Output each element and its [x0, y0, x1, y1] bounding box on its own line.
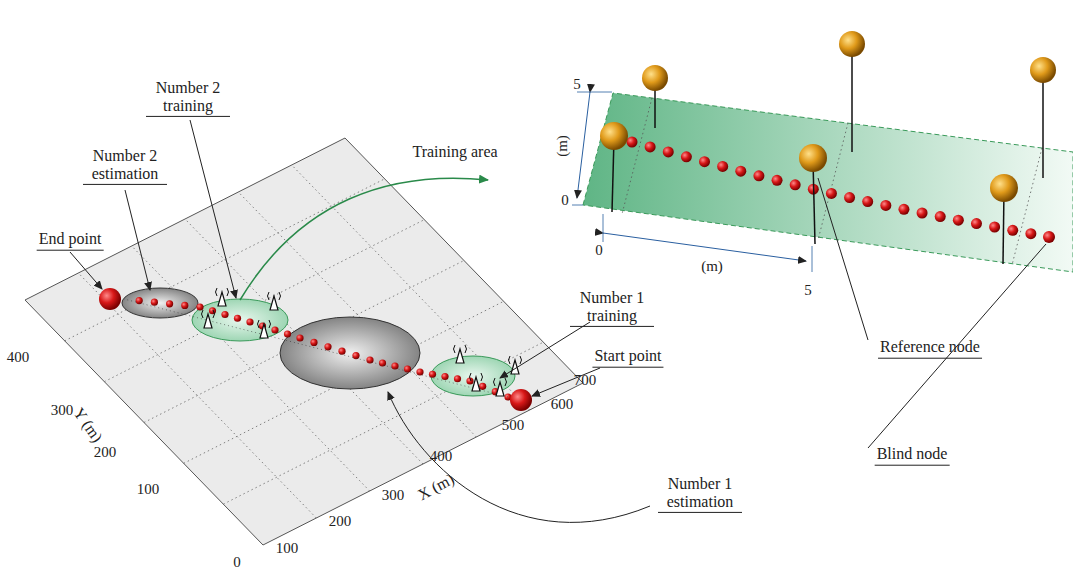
callout-label: Number 1 training: [570, 289, 654, 327]
blind-node-dot: [699, 156, 710, 167]
blind-node-dot: [917, 207, 928, 218]
blind-node-dot: [844, 192, 855, 203]
trajectory-dot: [441, 373, 448, 380]
blind-node-dot: [663, 146, 674, 157]
blind-node-dot: [826, 188, 837, 199]
trajectory-dot: [310, 339, 317, 346]
blind-node-dot: [1043, 231, 1055, 243]
blind-node-dot: [772, 175, 783, 186]
trajectory-dot: [296, 334, 303, 341]
trajectory-dot: [196, 303, 203, 310]
blind-node-dot: [717, 161, 728, 172]
axis-tick: 100: [137, 481, 160, 498]
antenna-icon: [216, 288, 229, 306]
blind-node-dot: [898, 204, 909, 215]
antenna-icon: [470, 373, 483, 391]
blind-node-dot: [645, 141, 656, 152]
callout-label: Number 2 estimation: [83, 147, 167, 185]
callout-label: Blind node: [875, 445, 950, 466]
blind-node-dot: [681, 151, 692, 162]
blind-node-dot: [790, 179, 801, 190]
dimension-value: 5: [804, 282, 812, 299]
blind-node-dot: [1025, 228, 1036, 239]
axis-tick: 400: [7, 349, 30, 366]
blind-node-dot: [989, 221, 1000, 232]
axis-tick: 700: [574, 372, 597, 389]
axis-tick: 0: [233, 554, 241, 571]
axis-title: Y (m): [70, 404, 106, 445]
dimension-value: 0: [595, 242, 603, 259]
trajectory-dot: [166, 300, 173, 307]
trajectory-dot: [338, 348, 345, 355]
trajectory-dot: [151, 299, 158, 306]
axis-tick: 200: [329, 513, 352, 530]
blind-node-dot: [627, 137, 638, 148]
axis-tick: 300: [382, 487, 405, 504]
callout-label: Number 1 estimation: [658, 475, 742, 513]
blind-node-dot: [880, 200, 891, 211]
blind-node-dot: [1007, 225, 1018, 236]
callout-label: Reference node: [878, 338, 982, 359]
trajectory-dot: [181, 302, 188, 309]
blind-node-dot: [735, 166, 746, 177]
blind-node-dot: [753, 170, 764, 181]
grid-line: [223, 342, 543, 504]
trajectory-dot: [209, 307, 216, 314]
dimension-value: 0: [561, 192, 569, 209]
dimension-unit: (m): [701, 258, 723, 275]
blind-node-dot: [935, 211, 946, 222]
trajectory-dot: [416, 368, 423, 375]
dimension-unit: (m): [554, 135, 571, 157]
trajectory-dot: [271, 326, 278, 333]
axis-title: X (m): [415, 470, 457, 504]
trajectory-dot: [479, 383, 486, 390]
trajectory-dot: [246, 318, 253, 325]
axis-tick: 100: [276, 540, 299, 557]
grid-line: [185, 219, 423, 464]
antenna-icon: [258, 320, 271, 338]
dimension-value: 5: [573, 76, 581, 93]
trajectory-dot: [324, 343, 331, 350]
callout-label: Start point: [592, 347, 663, 368]
trajectory-line: [124, 299, 508, 397]
trajectory-dot: [404, 365, 411, 372]
antenna-icon: [202, 310, 215, 328]
trajectory-dot: [284, 330, 291, 337]
trajectory-dot: [391, 362, 398, 369]
trajectory-dot: [366, 356, 373, 363]
blind-node-dot: [953, 215, 964, 226]
axis-tick: 300: [51, 402, 74, 419]
trajectory-dot: [379, 359, 386, 366]
antenna-icon: [268, 292, 281, 310]
callout-label: End point: [37, 230, 104, 251]
axis-tick: 200: [94, 444, 117, 461]
trajectory-dot: [454, 375, 461, 382]
trajectory-dot: [221, 311, 228, 318]
trajectory-dot: [234, 315, 241, 322]
callout-label: Number 2 training: [146, 79, 230, 117]
axis-tick: 500: [502, 417, 525, 434]
axis-tick: 400: [430, 448, 453, 465]
blind-node-dot: [862, 196, 873, 207]
antenna-icon: [494, 378, 507, 396]
trajectory-dot: [429, 371, 436, 378]
antenna-icon: [454, 345, 467, 363]
grid-line: [144, 261, 464, 423]
grid-line: [65, 179, 385, 341]
blind-node-dot: [971, 218, 982, 229]
callout-label: Training area: [412, 143, 497, 161]
axis-tick: 600: [551, 396, 574, 413]
